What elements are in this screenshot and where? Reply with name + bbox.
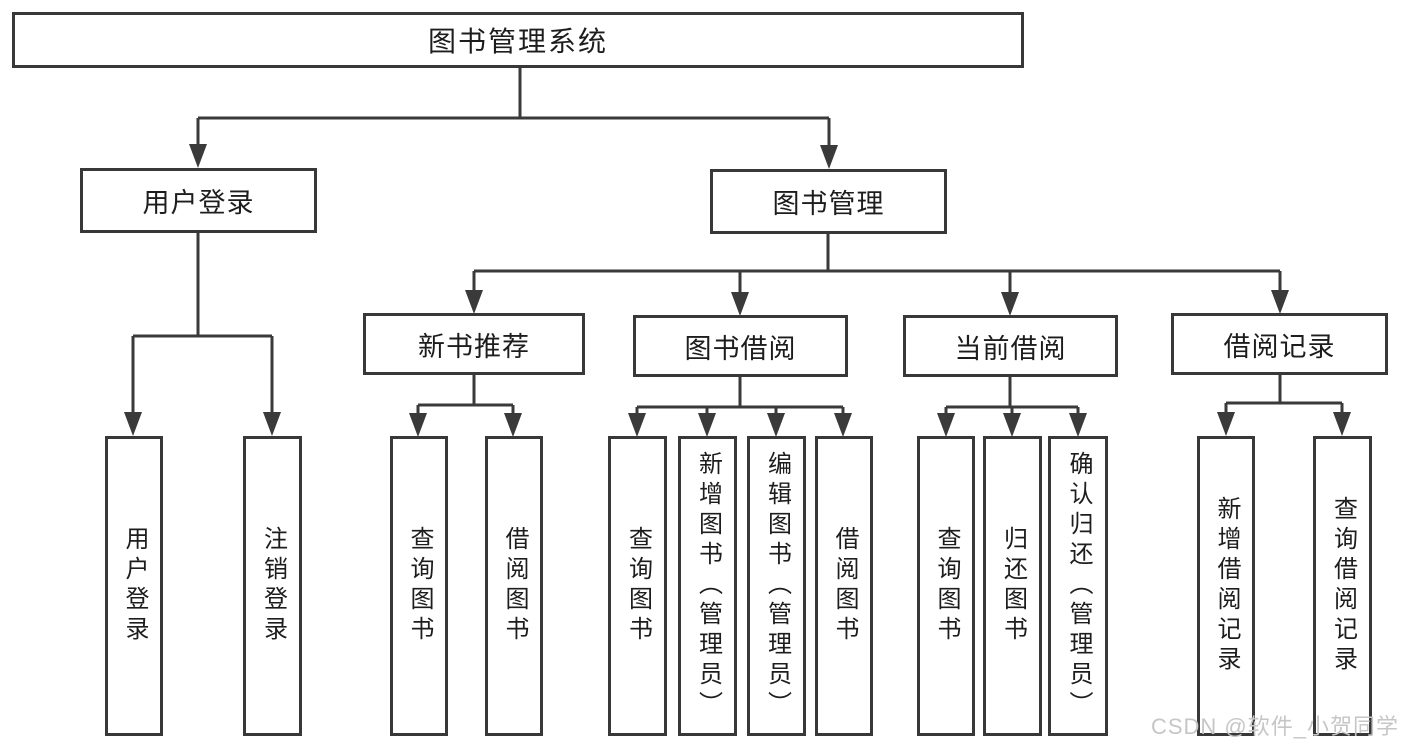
node-new-book-recommendation: 新书推荐 xyxy=(363,313,585,375)
leaf-confirm-return-admin: 确认归还（管理员） xyxy=(1048,436,1108,736)
node-book-borrowing: 图书借阅 xyxy=(633,315,848,377)
leaf-borrow-books-borrowing: 借阅图书 xyxy=(815,436,873,736)
leaf-label: 归还图书 xyxy=(999,526,1027,646)
arrowhead xyxy=(698,413,716,437)
leaf-borrow-books-recommend: 借阅图书 xyxy=(485,436,543,736)
arrowhead xyxy=(820,145,838,169)
arrowhead xyxy=(834,413,852,437)
arrowhead xyxy=(1217,412,1235,436)
leaf-label: 新增图书（管理员） xyxy=(694,451,722,721)
leaf-label: 注销登录 xyxy=(259,526,287,646)
leaf-query-books-current: 查询图书 xyxy=(917,436,975,736)
node-current-borrowing: 当前借阅 xyxy=(903,315,1118,377)
arrowhead xyxy=(628,413,646,437)
arrowhead xyxy=(1333,412,1351,436)
node-book-management-branch: 图书管理 xyxy=(710,169,947,234)
arrowhead xyxy=(767,413,785,437)
arrowhead xyxy=(263,412,281,436)
leaf-label: 用户登录 xyxy=(121,526,148,646)
arrowheads xyxy=(124,144,1351,437)
leaf-label: 借阅图书 xyxy=(831,526,858,646)
leaf-return-books: 归还图书 xyxy=(983,436,1042,736)
leaf-edit-book-admin: 编辑图书（管理员） xyxy=(747,436,806,736)
leaf-label: 查询图书 xyxy=(406,526,433,646)
arrowhead xyxy=(1271,290,1289,314)
leaf-label: 查询图书 xyxy=(933,526,960,646)
node-library-management-system: 图书管理系统 xyxy=(12,12,1024,68)
leaf-add-borrow-record: 新增借阅记录 xyxy=(1197,436,1255,736)
arrowhead xyxy=(937,413,955,437)
leaf-label: 新增借阅记录 xyxy=(1213,496,1240,676)
node-borrowing-records: 借阅记录 xyxy=(1171,313,1388,375)
node-user-login-branch: 用户登录 xyxy=(80,168,317,233)
leaf-logout: 注销登录 xyxy=(243,436,302,736)
leaf-add-book-admin: 新增图书（管理员） xyxy=(678,436,737,736)
arrowhead xyxy=(124,412,142,436)
arrowhead xyxy=(1003,413,1021,437)
arrowhead xyxy=(409,413,427,437)
arrowhead xyxy=(1001,292,1019,316)
leaf-label: 查询借阅记录 xyxy=(1329,496,1357,676)
arrowhead xyxy=(465,290,483,314)
leaf-query-borrow-record: 查询借阅记录 xyxy=(1313,436,1372,736)
leaf-label: 借阅图书 xyxy=(501,526,528,646)
arrowhead xyxy=(504,413,522,437)
arrowhead xyxy=(189,144,207,168)
leaf-label: 编辑图书（管理员） xyxy=(763,451,791,721)
leaf-query-books-borrowing: 查询图书 xyxy=(608,436,667,736)
arrowhead xyxy=(731,292,749,316)
leaf-user-login: 用户登录 xyxy=(105,436,163,736)
leaf-query-books-recommend: 查询图书 xyxy=(390,436,448,736)
leaf-label: 确认归还（管理员） xyxy=(1065,451,1092,721)
connector-stems xyxy=(131,68,1344,417)
arrowhead xyxy=(1069,413,1087,437)
leaf-label: 查询图书 xyxy=(624,526,652,646)
